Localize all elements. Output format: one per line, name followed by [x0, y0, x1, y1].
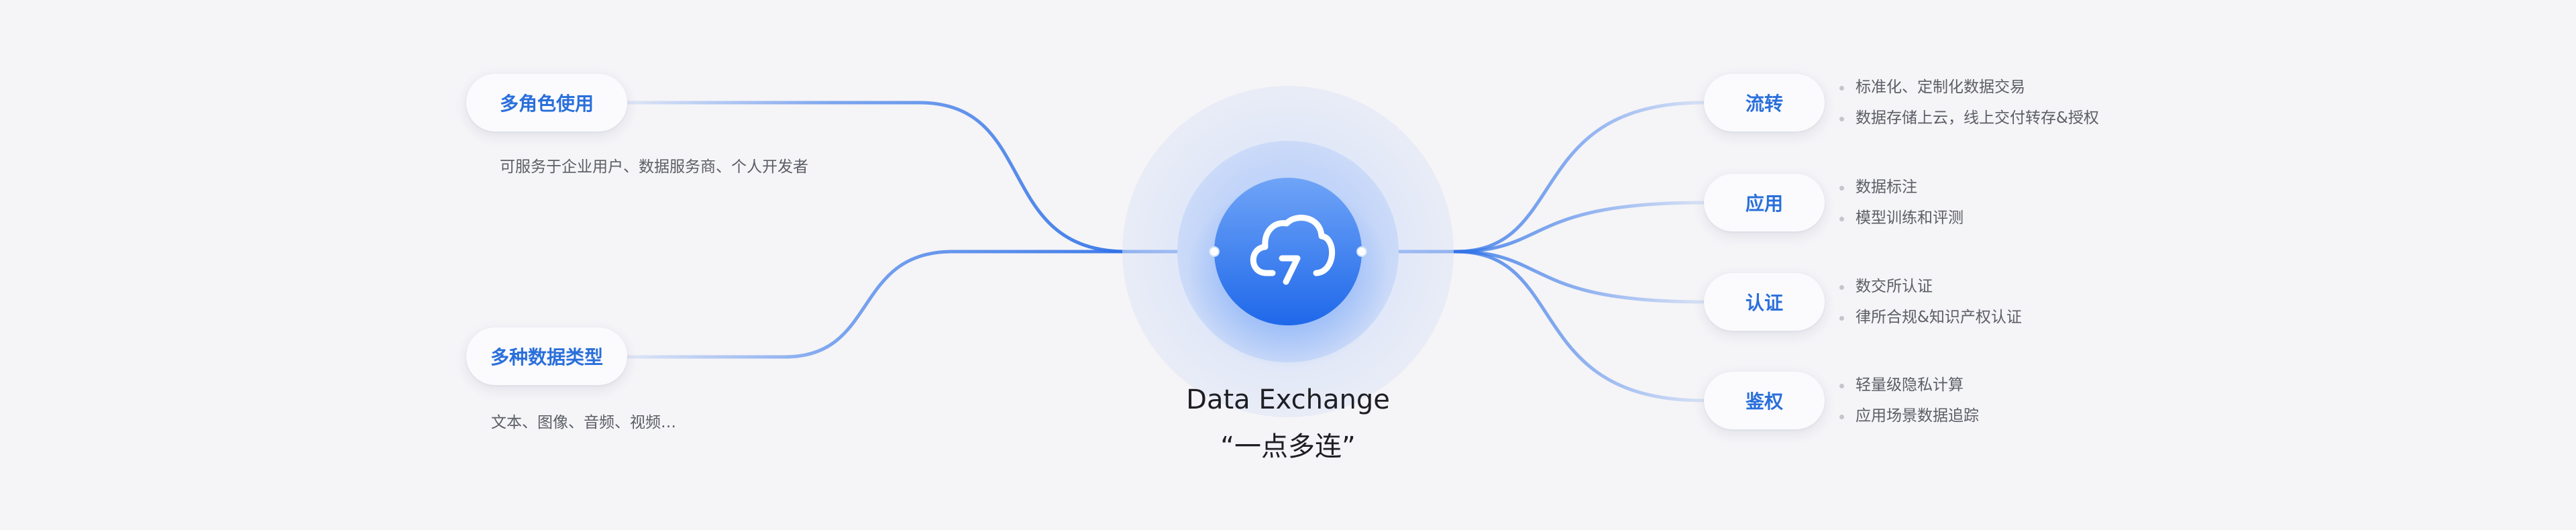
node-application-list: 数据标注 模型训练和评测	[1839, 172, 1964, 233]
node-certification-label: 认证	[1745, 292, 1783, 314]
connector-line-right-2	[1360, 201, 1706, 254]
connector-line-right-1	[1360, 101, 1706, 254]
connector-line-left-1	[625, 101, 1216, 254]
node-certification[interactable]: 认证	[1704, 273, 1825, 331]
node-multi-data-type[interactable]: 多种数据类型	[466, 327, 627, 385]
list-item: 数据存储上云，线上交付转存&授权	[1839, 103, 2099, 134]
node-circulation-list: 标准化、定制化数据交易 数据存储上云，线上交付转存&授权	[1839, 72, 2099, 134]
node-multi-role-desc: 可服务于企业用户、数据服务商、个人开发者	[500, 158, 808, 176]
connector-line-right-4	[1360, 250, 1706, 403]
node-multi-role-label: 多角色使用	[499, 93, 594, 115]
node-authorization-label: 鉴权	[1745, 390, 1783, 413]
node-authorization[interactable]: 鉴权	[1704, 372, 1825, 429]
hub-title: Data Exchange	[1186, 384, 1390, 415]
node-application-label: 应用	[1745, 193, 1783, 215]
hub-node	[1122, 86, 1454, 417]
node-multi-data-type-desc: 文本、图像、音频、视频…	[491, 414, 676, 431]
cloud-sync-icon	[1250, 215, 1336, 285]
node-certification-list: 数交所认证 律所合规&知识产权认证	[1839, 271, 2022, 333]
node-multi-data-type-label: 多种数据类型	[490, 346, 603, 368]
hub-core	[1214, 178, 1362, 325]
list-item: 轻量级隐私计算	[1839, 370, 1979, 401]
hub-left-port	[1209, 246, 1220, 257]
list-item: 数据标注	[1839, 172, 1964, 203]
list-item: 数交所认证	[1839, 271, 2022, 302]
connector-line-left-2	[625, 250, 1216, 359]
node-circulation[interactable]: 流转	[1704, 74, 1825, 131]
node-authorization-list: 轻量级隐私计算 应用场景数据追踪	[1839, 370, 1979, 431]
node-multi-role[interactable]: 多角色使用	[466, 74, 627, 131]
list-item: 律所合规&知识产权认证	[1839, 302, 2022, 333]
node-application[interactable]: 应用	[1704, 174, 1825, 231]
hub-right-port	[1356, 246, 1367, 257]
list-item: 标准化、定制化数据交易	[1839, 72, 2099, 103]
list-item: 模型训练和评测	[1839, 203, 1964, 233]
hub-subtitle: “一点多连”	[1220, 431, 1356, 462]
node-circulation-label: 流转	[1745, 93, 1783, 115]
list-item: 应用场景数据追踪	[1839, 401, 1979, 431]
